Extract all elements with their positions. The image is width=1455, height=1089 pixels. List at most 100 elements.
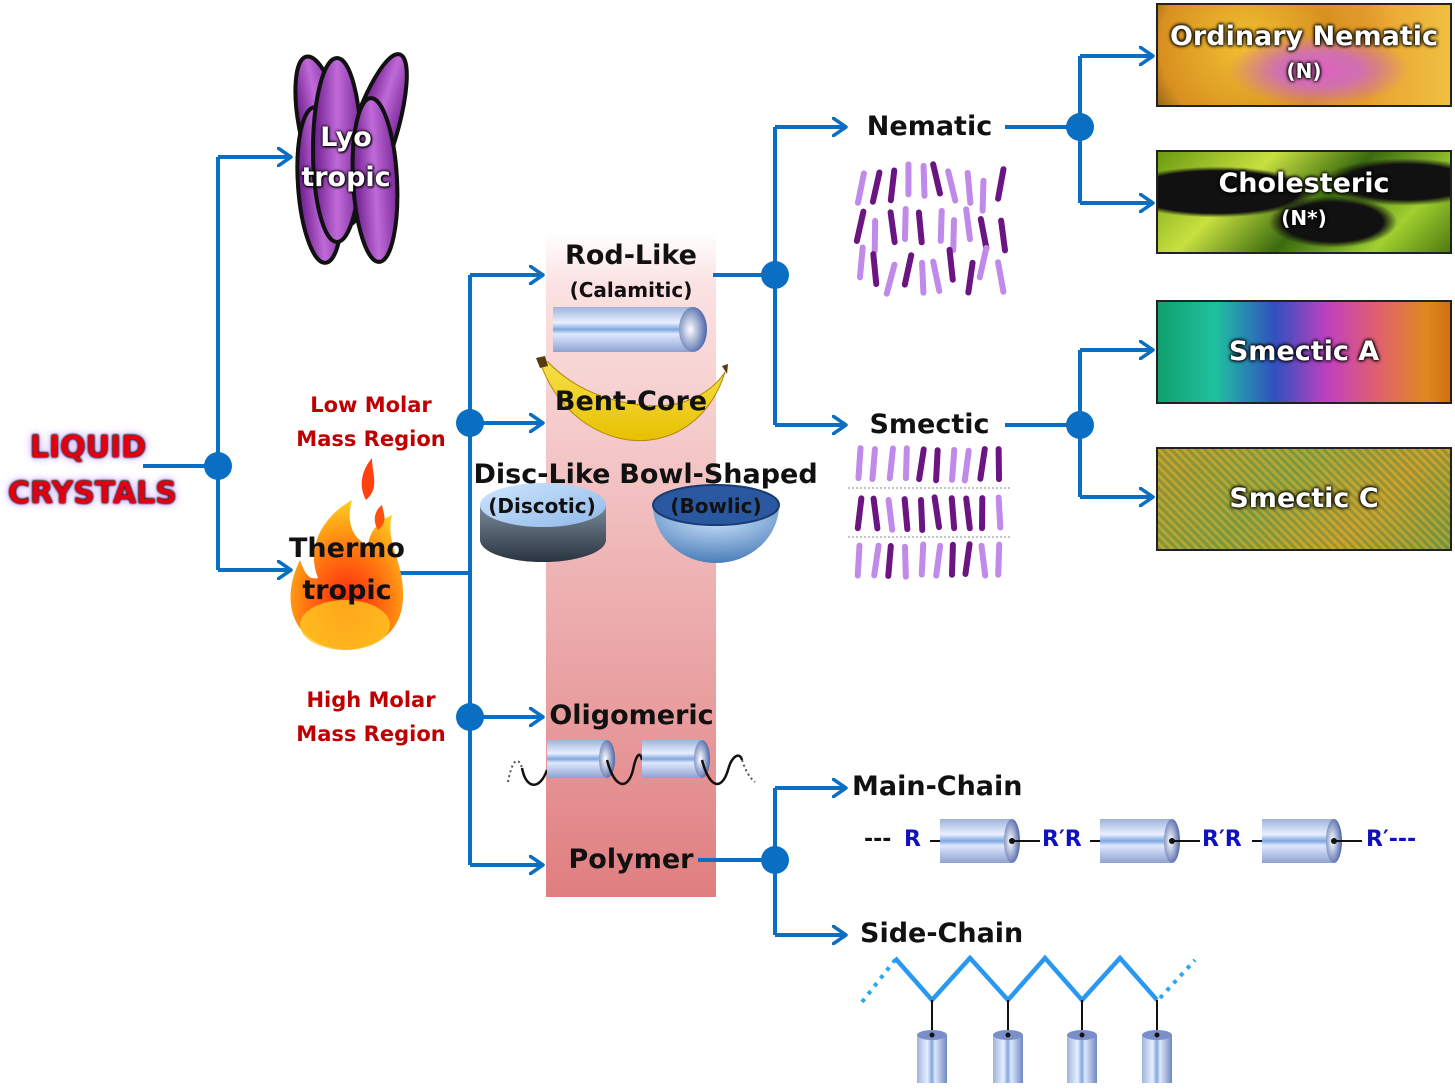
mesogen-rod (917, 496, 926, 533)
mesogen-rod (869, 169, 883, 205)
main-chain-rr-1: R′R (1042, 827, 1082, 852)
junction-dot (204, 452, 232, 480)
side-chain-label: Side-Chain (860, 918, 1024, 949)
mesogen-rod (915, 209, 925, 246)
mesogen-rod (901, 496, 911, 533)
high-molar-mass-region-label: High Molar Mass Region (286, 683, 456, 751)
mesogen-rod (978, 542, 989, 579)
side-chain-diagram (860, 954, 1197, 1083)
bowl-shaped-label: Bowl-Shaped (619, 459, 818, 490)
smectic-a-label: Smectic A (1228, 336, 1380, 367)
main-chain-diagram (930, 819, 1362, 863)
mesogen-rod (869, 446, 878, 483)
mesogen-rod (998, 217, 1008, 254)
mesogen-rod (854, 170, 867, 206)
mesogen-rod (856, 244, 866, 281)
mesogen-rod (976, 245, 990, 281)
mesogen-rod (930, 161, 943, 197)
mesogen-rod (930, 258, 943, 294)
mesogen-rod (886, 445, 896, 482)
mesogen-rod (964, 169, 974, 206)
mesogen-rod (871, 542, 882, 579)
thermotropic-line-1: Thermo (289, 533, 405, 564)
mesogen-rod (870, 251, 880, 288)
high-region-line-2: Mass Region (296, 722, 446, 746)
polymer-label: Polymer (568, 844, 694, 875)
mesogen-cylinder (1090, 819, 1200, 863)
mesogen-rod (916, 446, 927, 483)
pendant-cylinder (1067, 1000, 1097, 1083)
smectic-label: Smectic (869, 409, 990, 440)
high-region-line-1: High Molar (306, 688, 436, 712)
lyotropic-label: Lyo tropic (296, 118, 396, 198)
smectic-rods-icon (854, 445, 1004, 580)
nematic-label: Nematic (866, 111, 993, 142)
mesogen-rod (977, 216, 990, 252)
mesogen-rod (883, 261, 898, 297)
bent-core-label: Bent-Core (554, 386, 708, 417)
bowlic-label: (Bowlic) (670, 494, 762, 518)
mesogen-rod (995, 259, 1007, 295)
mesogen-rod (918, 541, 927, 578)
low-region-line-1: Low Molar (310, 393, 432, 417)
mesogen-rod (901, 252, 915, 288)
thermotropic-label: Thermo tropic (282, 528, 412, 612)
main-chain-end: R′--- (1366, 827, 1417, 852)
mesogen-rod (995, 541, 1003, 578)
mesogen-rod (948, 495, 958, 532)
title-line-1: LIQUID (29, 430, 147, 465)
junction-dots (204, 113, 1094, 874)
junction-dot (456, 409, 484, 437)
smectic-c-label: Smectic C (1229, 483, 1379, 514)
mesogen-rod (885, 543, 894, 579)
mesogen-rod (961, 447, 972, 484)
calamitic-label: (Calamitic) (569, 278, 693, 302)
mesogen-rod (854, 495, 865, 532)
bowlic-bowl-icon (652, 484, 780, 563)
mesogen-rod (920, 162, 928, 199)
main-chain-label: Main-Chain (852, 771, 1023, 802)
discotic-disc-icon (480, 483, 606, 562)
mesogen-rod (933, 542, 944, 579)
mesogen-rod (962, 541, 973, 577)
pendant-cylinder (1142, 1000, 1172, 1083)
title-line-2: CRYSTALS (8, 476, 177, 511)
main-chain-r: R (904, 827, 921, 852)
junction-dot (761, 846, 789, 874)
mesogen-rod (901, 543, 909, 580)
mesogen-rod (854, 542, 863, 579)
mesogen-rod (931, 494, 943, 531)
mesogen-rod (887, 209, 898, 246)
mesogen-rod (949, 446, 958, 483)
low-region-line-2: Mass Region (296, 427, 446, 451)
cholesteric-label: Cholesteric (1218, 168, 1390, 199)
mesogen-rod (853, 208, 867, 244)
mesogen-rod (945, 168, 959, 204)
ordinary-nematic-label: Ordinary Nematic (1169, 21, 1439, 52)
flame-icon (290, 458, 404, 650)
low-molar-mass-region-label: Low Molar Mass Region (286, 388, 456, 456)
pendant-cylinder (993, 1000, 1023, 1083)
smectic-layer-dividers (848, 487, 1012, 538)
smectic-a-texture: Smectic A (1156, 300, 1452, 404)
mesogen-rod (933, 447, 941, 484)
disc-like-label: Disc-Like (473, 459, 611, 490)
mesogen-rod (855, 445, 864, 482)
discotic-label: (Discotic) (488, 494, 596, 518)
mesogen-rod (937, 207, 945, 244)
mesogen-rod (948, 541, 956, 578)
junction-dot (1066, 113, 1094, 141)
mesogen-cylinder (1252, 819, 1362, 863)
mesogen-rod (885, 497, 896, 533)
pendant-cylinder (917, 1000, 947, 1083)
junction-dot (761, 261, 789, 289)
thermotropic-line-2: tropic (302, 575, 392, 606)
main-chain-rr-2: R′R (1202, 827, 1242, 852)
lyotropic-line-2: tropic (301, 162, 391, 193)
mesogen-rod (901, 206, 909, 243)
mesogen-rod (919, 259, 927, 296)
mesogen-rod (977, 446, 988, 482)
rod-like-label: Rod-Like (565, 240, 697, 271)
mesogen-rod (946, 246, 956, 283)
rod-like-cylinder-icon (553, 307, 707, 352)
